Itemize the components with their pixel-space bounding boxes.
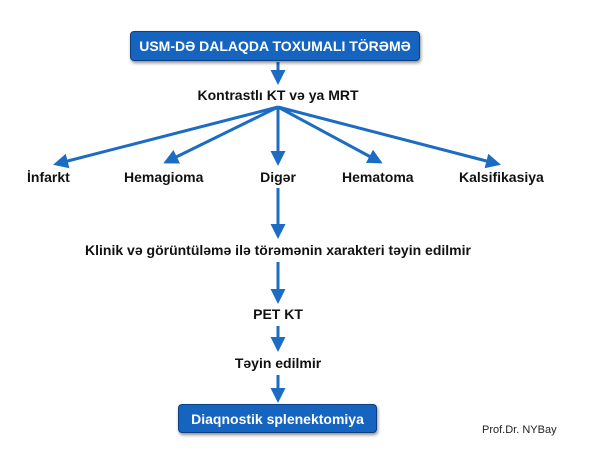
- outcome-kalsifikasiya: Kalsifikasiya: [459, 169, 544, 185]
- undetermined-step: Klinik və görüntüləmə ilə törəmənin xara…: [85, 242, 471, 258]
- outcome-hemagioma: Hemagioma: [124, 169, 204, 185]
- pet-ct-step: PET KT: [253, 306, 303, 322]
- imaging-label: Kontrastlı KT və ya MRT: [197, 87, 359, 103]
- arrow-to-kalsifikasiya: [277, 105, 501, 169]
- title-box: USM-DƏ DALAQDA TOXUMALI TÖRƏMƏ: [130, 31, 420, 61]
- outcome-hematoma: Hematoma: [342, 169, 414, 185]
- arrow-to-hematoma: [277, 105, 383, 164]
- outcome-diger: Digər: [260, 169, 296, 185]
- arrow-to-hemagioma: [163, 105, 279, 164]
- outcome-infarkt: İnfarkt: [27, 169, 70, 185]
- author-credit: Prof.Dr. NYBay: [482, 424, 557, 436]
- pet-result-step: Təyin edilmir: [234, 355, 322, 371]
- arrow-to-infarkt: [53, 105, 279, 169]
- final-box: Diaqnostik splenektomiya: [178, 404, 377, 433]
